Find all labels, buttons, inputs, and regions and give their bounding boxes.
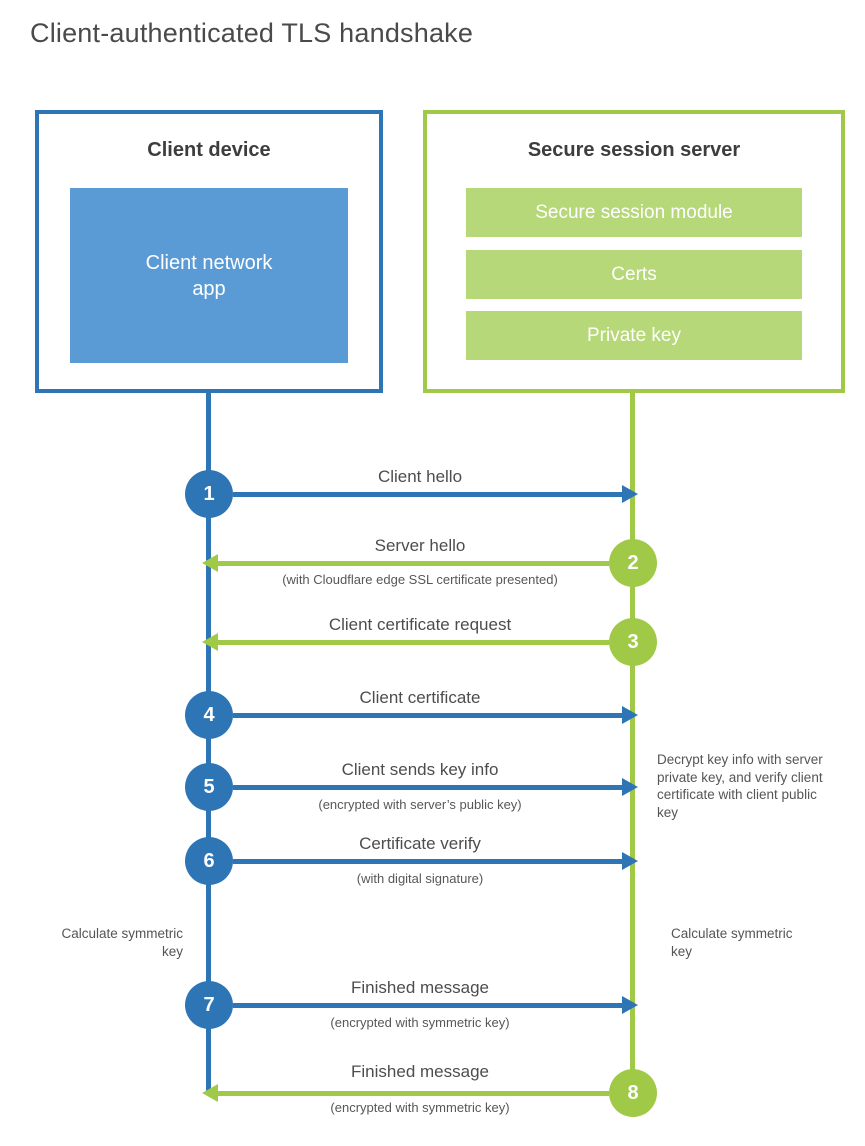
decrypt-note: Decrypt key info with server private key… bbox=[657, 752, 823, 820]
step-7-marker: 7 bbox=[185, 981, 233, 1029]
step-8-sublabel: (encrypted with symmetric key) bbox=[330, 1100, 510, 1115]
step-7-arrowhead-icon bbox=[622, 996, 638, 1014]
step-6-arrow-line bbox=[233, 859, 623, 864]
secure-session-module-bar: Secure session module bbox=[466, 188, 802, 237]
step-6-label: Certificate verify bbox=[359, 834, 481, 853]
client-lifeline bbox=[206, 392, 211, 1091]
step-6-sublabel: (with digital signature) bbox=[356, 871, 484, 886]
step-1-marker: 1 bbox=[185, 470, 233, 518]
secure-session-server-title: Secure session server bbox=[527, 139, 741, 161]
step-5-sublabel: (encrypted with server’s public key) bbox=[318, 797, 522, 812]
step-2-arrowhead-icon bbox=[202, 554, 218, 572]
step-1-arrowhead-icon bbox=[622, 485, 638, 503]
secure-session-server-box: Secure session server Secure session mod… bbox=[423, 110, 845, 393]
step-3-label: Client certificate request bbox=[328, 615, 512, 634]
step-8-arrowhead-icon bbox=[202, 1084, 218, 1102]
step-6-arrowhead-icon bbox=[622, 852, 638, 870]
step-2-sublabel: (with Cloudflare edge SSL certificate pr… bbox=[282, 572, 558, 587]
step-4-label: Client certificate bbox=[359, 688, 481, 707]
private-key-bar: Private key bbox=[466, 311, 802, 360]
calculate-symmetric-key-note-client: Calculate symmetric key bbox=[61, 926, 183, 959]
step-4-arrowhead-icon bbox=[622, 706, 638, 724]
calculate-symmetric-key-note-server: Calculate symmetric key bbox=[671, 926, 793, 959]
step-5-marker: 5 bbox=[185, 763, 233, 811]
step-3-marker: 3 bbox=[609, 618, 657, 666]
step-7-arrow-line bbox=[233, 1003, 623, 1008]
step-8-marker: 8 bbox=[609, 1069, 657, 1117]
server-lifeline bbox=[630, 392, 635, 1095]
step-5-arrow-line bbox=[233, 785, 623, 790]
page-title: Client-authenticated TLS handshake bbox=[30, 18, 474, 48]
step-4-arrow-line bbox=[233, 713, 623, 718]
client-device-title: Client device bbox=[147, 139, 271, 161]
step-6-marker: 6 bbox=[185, 837, 233, 885]
step-4-marker: 4 bbox=[185, 691, 233, 739]
step-2-marker: 2 bbox=[609, 539, 657, 587]
step-3-arrowhead-icon bbox=[202, 633, 218, 651]
step-7-label: Finished message bbox=[351, 978, 489, 997]
step-8-arrow-line bbox=[218, 1091, 609, 1096]
step-2-label: Server hello bbox=[374, 536, 466, 555]
step-2-arrow-line bbox=[218, 561, 609, 566]
step-8-label: Finished message bbox=[351, 1062, 489, 1081]
certs-bar: Certs bbox=[466, 250, 802, 299]
client-device-box: Client device Client network app bbox=[35, 110, 383, 393]
step-3-arrow-line bbox=[218, 640, 609, 645]
step-5-label: Client sends key info bbox=[341, 760, 499, 779]
client-network-app-box: Client network app bbox=[70, 188, 348, 363]
step-1-arrow-line bbox=[233, 492, 623, 497]
step-5-arrowhead-icon bbox=[622, 778, 638, 796]
step-1-label: Client hello bbox=[377, 467, 463, 486]
step-7-sublabel: (encrypted with symmetric key) bbox=[330, 1015, 510, 1030]
